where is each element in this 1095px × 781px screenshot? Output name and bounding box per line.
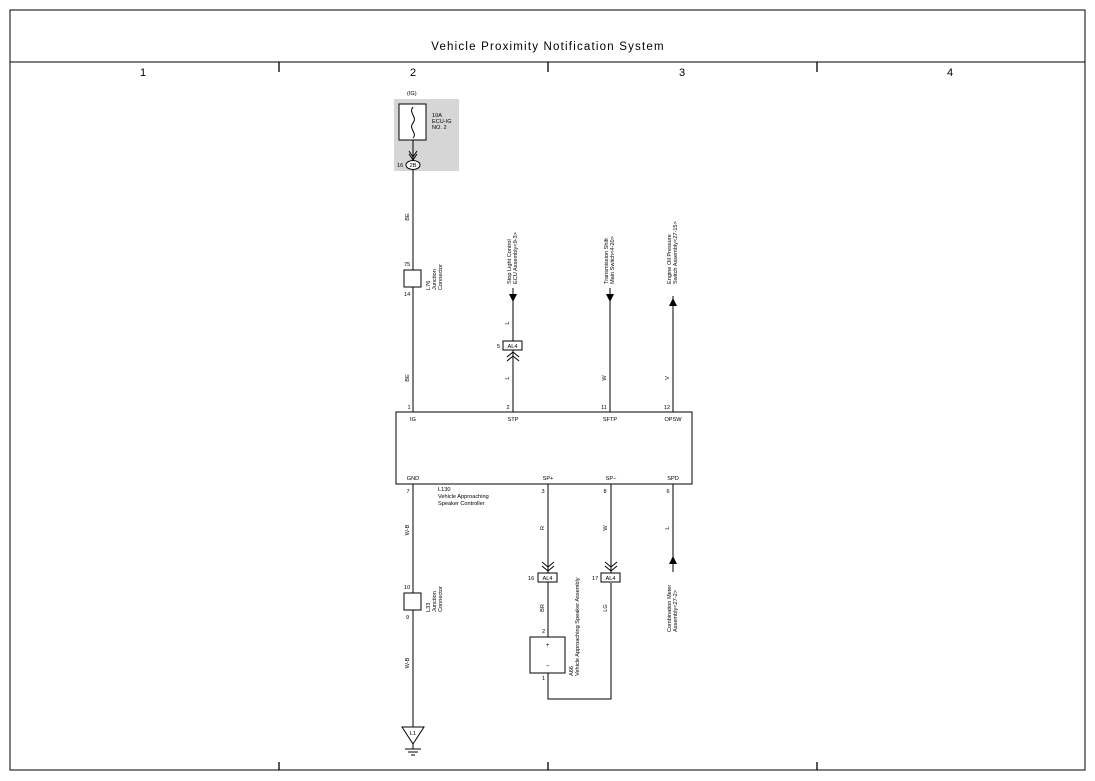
wire-color-spd: L bbox=[665, 526, 671, 529]
junction-l33-label-line2: Connector bbox=[438, 586, 444, 612]
wire-arrow-icon bbox=[408, 150, 418, 158]
connector-al4-stp-name: AL4 bbox=[508, 344, 518, 350]
fuse-icon bbox=[411, 106, 415, 139]
controller-pin-num-sftp: 11 bbox=[601, 405, 607, 411]
controller-pin-label-sftp: SFTP bbox=[603, 417, 618, 423]
fuse-name-line2: NO. 2 bbox=[432, 125, 447, 131]
junction-l33-pin-bottom: 9 bbox=[406, 615, 409, 621]
controller-pin-num-gnd: 7 bbox=[406, 489, 409, 495]
wire-color-ig-lower: BE bbox=[405, 374, 411, 382]
wire-color-spm-lower: LG bbox=[603, 604, 609, 611]
connector-chevron-icon bbox=[506, 351, 520, 362]
ground-id: L1 bbox=[410, 731, 416, 737]
junction-l76-id: L76 bbox=[426, 281, 432, 290]
connector-al4-stp bbox=[502, 340, 523, 351]
controller-pin-label-spp: SP+ bbox=[543, 476, 554, 482]
controller-pin-label-stp: STP bbox=[508, 417, 519, 423]
arrow-up-icon bbox=[669, 298, 677, 306]
fuse-pin-number: 16 bbox=[397, 163, 403, 169]
column-label-4: 4 bbox=[947, 67, 953, 79]
diagram-title: Vehicle Proximity Notification System bbox=[431, 41, 665, 53]
ground-icon bbox=[401, 726, 425, 745]
ref-sftp-line2: Main Switch<4-20> bbox=[610, 236, 616, 284]
speaker-plus: + bbox=[546, 642, 550, 649]
controller-name-line1: Vehicle Approaching bbox=[438, 494, 489, 500]
controller-id: L130 bbox=[438, 487, 450, 493]
wire-color-spp-lower: BR bbox=[540, 604, 546, 612]
controller-name-line2: Speaker Controller bbox=[438, 501, 485, 507]
connector-al4-spp-pin: 16 bbox=[528, 576, 534, 582]
junction-l76-label-line2: Connector bbox=[438, 264, 444, 290]
column-label-3: 3 bbox=[679, 67, 685, 79]
wire-color-ig-upper: BE bbox=[405, 213, 411, 221]
controller-pin-label-opsw: OPSW bbox=[664, 417, 682, 423]
controller-pin-label-ig: IG bbox=[410, 417, 416, 423]
ref-spd-line2: Assembly<27-2> bbox=[673, 590, 679, 632]
wire-color-stp-upper: L bbox=[505, 321, 511, 324]
wire-color-gnd-lower: W-B bbox=[405, 657, 411, 668]
controller-pin-num-spp: 3 bbox=[541, 489, 544, 495]
wire-color-sftp: W bbox=[602, 375, 608, 381]
controller-pin-num-opsw: 12 bbox=[664, 405, 670, 411]
wire-color-opsw: V bbox=[665, 376, 671, 380]
speaker-pin-top: 2 bbox=[542, 629, 545, 635]
speaker-minus: − bbox=[546, 663, 550, 670]
wire-color-gnd-upper: W-B bbox=[405, 524, 411, 535]
connector-al4-spp bbox=[537, 572, 558, 583]
controller-pin-num-stp: 2 bbox=[506, 405, 509, 411]
controller-pin-label-gnd: GND bbox=[407, 476, 419, 482]
junction-connector-l33 bbox=[403, 592, 422, 611]
controller-pin-num-ig: 1 bbox=[407, 405, 410, 411]
ref-opsw-line1: Engine Oil Pressure bbox=[667, 234, 673, 284]
junction-l33-id: L33 bbox=[426, 603, 432, 612]
junction-l76-label-line1: Junction bbox=[432, 269, 438, 290]
arrow-up-icon bbox=[669, 556, 677, 564]
connector-al4-spp-name: AL4 bbox=[543, 576, 553, 582]
wire-color-stp-lower: L bbox=[505, 376, 511, 379]
connector-al4-spm-pin: 17 bbox=[592, 576, 598, 582]
controller-pin-label-spd: SPD bbox=[667, 476, 679, 482]
junction-l33-pin-top: 10 bbox=[404, 585, 410, 591]
arrow-down-icon bbox=[509, 294, 517, 302]
ref-sftp-line1: Transmission Shift bbox=[604, 238, 610, 284]
speaker-pin-bottom: 1 bbox=[542, 676, 545, 682]
ref-opsw-line2: Switch Assembly<27-15> bbox=[673, 221, 679, 284]
junction-l76-pin-bottom: 14 bbox=[404, 292, 410, 298]
ref-stp-line1: Stop Light Control bbox=[507, 239, 513, 284]
ref-spd-line1: Combination Meter bbox=[667, 585, 673, 632]
connector-chevron-icon bbox=[541, 561, 555, 572]
junction-l33-label-line1: Junction bbox=[432, 591, 438, 612]
controller-box bbox=[395, 411, 693, 485]
connector-chevron-icon bbox=[604, 561, 618, 572]
fuse-connector-id: 2B bbox=[410, 163, 417, 169]
fuse-rating: 10A bbox=[432, 113, 442, 119]
ref-stp-line2: ECU Assembly<9-3> bbox=[513, 232, 519, 284]
fuse-connector-oval bbox=[405, 160, 421, 170]
column-label-1: 1 bbox=[140, 67, 146, 79]
wire-color-spp-upper: R bbox=[540, 526, 546, 530]
controller-pin-num-spm: 8 bbox=[603, 489, 606, 495]
column-label-2: 2 bbox=[410, 67, 416, 79]
fuse-box bbox=[398, 103, 427, 141]
connector-al4-spm-name: AL4 bbox=[606, 576, 616, 582]
controller-pin-label-spm: SP− bbox=[606, 476, 617, 482]
arrow-down-icon bbox=[606, 294, 614, 302]
wire-color-spm-upper: W bbox=[603, 525, 609, 531]
speaker-name: Vehicle Approaching Speaker Assembly bbox=[575, 577, 581, 676]
speaker-id: A66 bbox=[569, 666, 575, 676]
controller-pin-num-spd: 6 bbox=[666, 489, 669, 495]
junction-connector-l76 bbox=[403, 269, 422, 288]
fuse-source-label: (IG) bbox=[407, 91, 417, 97]
wire-speaker-return bbox=[547, 583, 612, 700]
fuse-name-line1: ECU-IG bbox=[432, 119, 452, 125]
connector-al4-stp-pin: 5 bbox=[497, 344, 500, 350]
connector-al4-spm bbox=[600, 572, 621, 583]
junction-l76-pin-top: 75 bbox=[404, 262, 410, 268]
